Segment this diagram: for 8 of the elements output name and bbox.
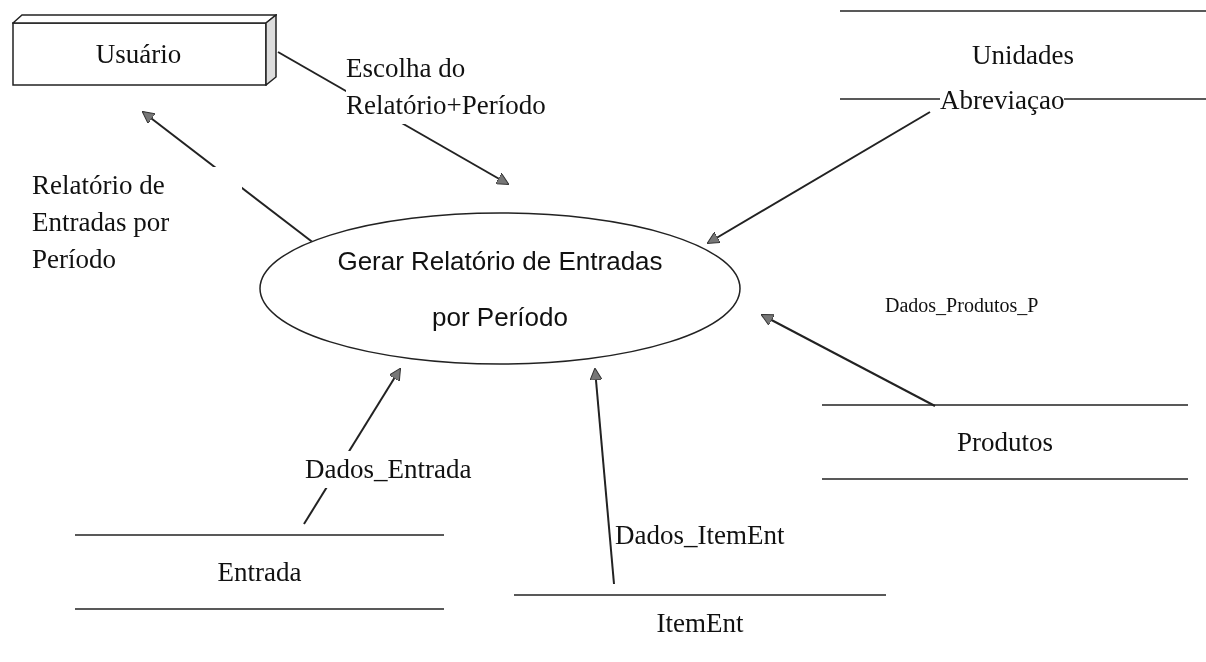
data-store: ItemEnt	[514, 594, 886, 662]
data-store: Entrada	[75, 534, 444, 610]
edge-label: Dados_Entrada	[305, 451, 472, 488]
process-ellipse: Gerar Relatório de Entradas por Período	[259, 212, 741, 365]
arrow	[706, 111, 931, 244]
data-store: Produtos	[822, 404, 1188, 480]
arrow	[589, 367, 615, 585]
arrow	[760, 314, 936, 407]
